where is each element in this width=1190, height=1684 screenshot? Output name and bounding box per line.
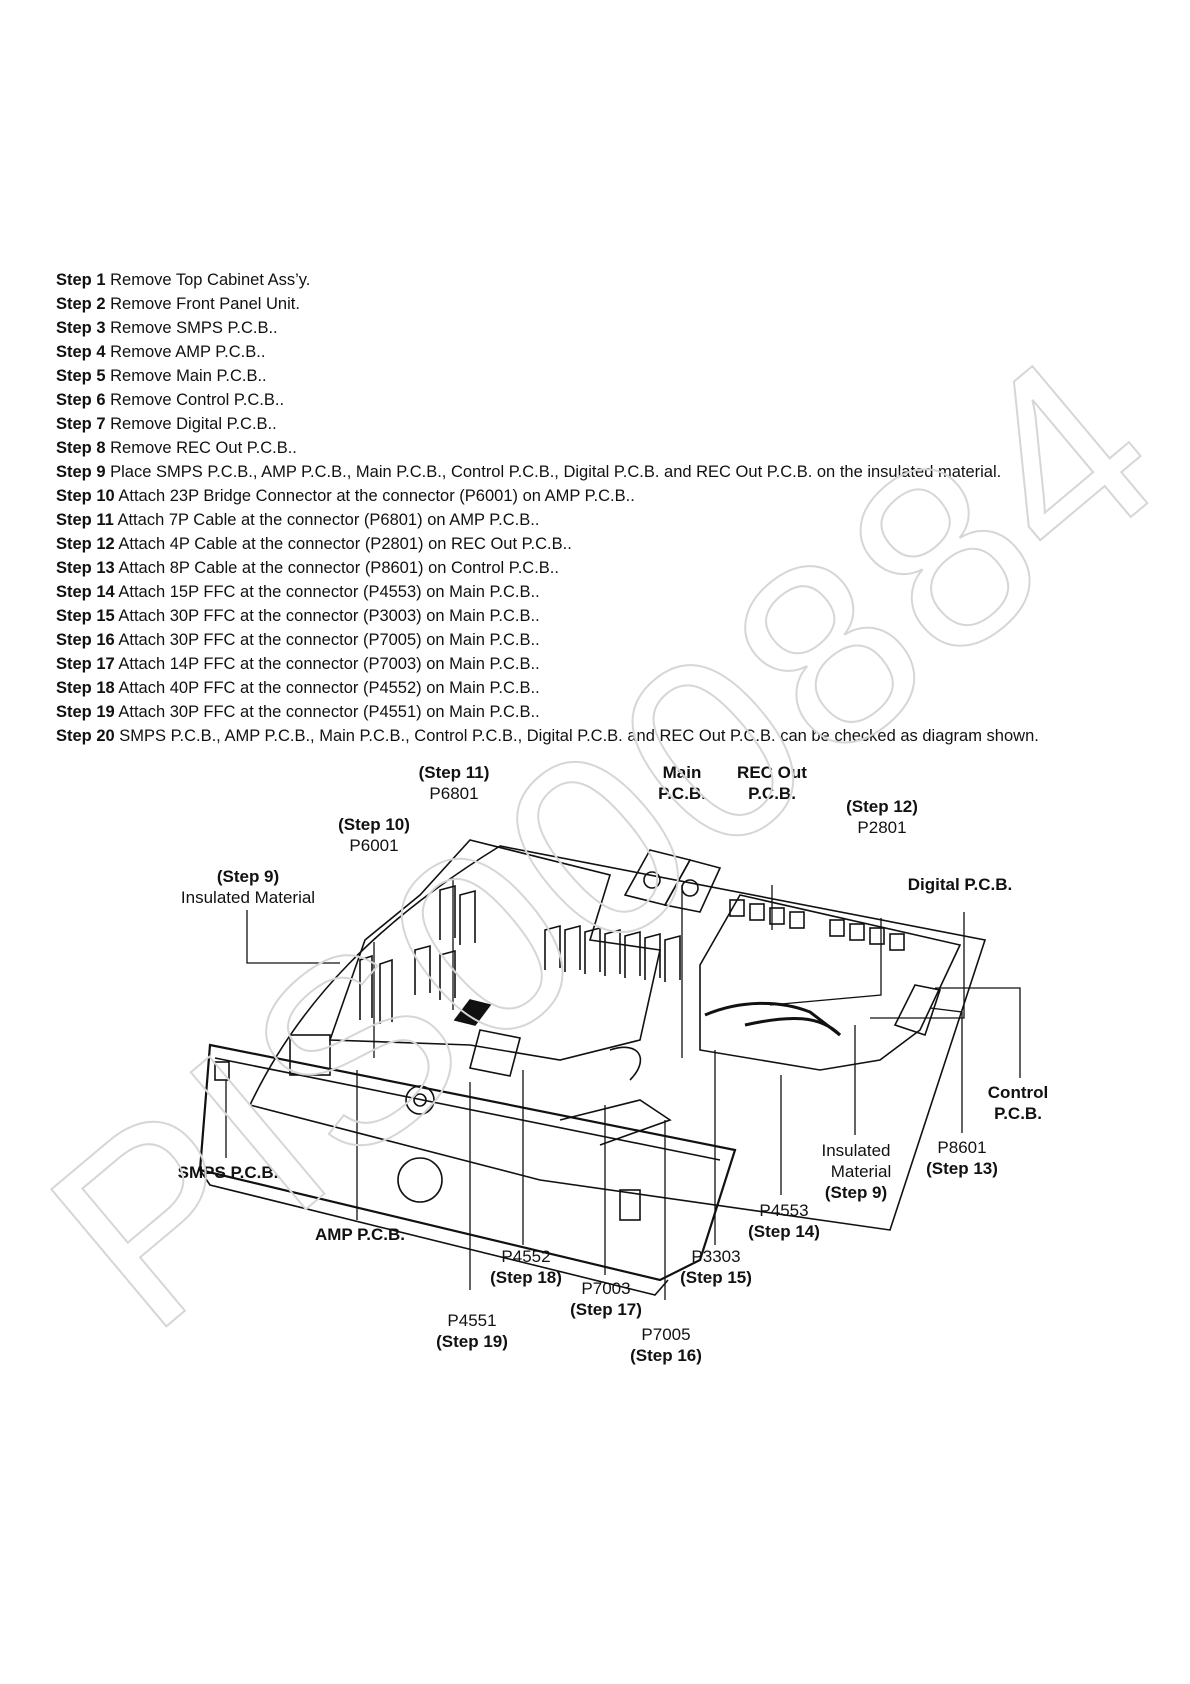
step-label: Step 3 — [56, 319, 106, 337]
leader-step12 — [769, 918, 882, 1006]
leader-step9-top — [246, 910, 340, 964]
step-3: Step 3 Remove SMPS P.C.B.. — [56, 316, 1100, 340]
label-step11: (Step 11) P6801 — [418, 763, 490, 803]
step-label: Step 20 — [56, 727, 115, 745]
step-2: Step 2 Remove Front Panel Unit. — [56, 292, 1100, 316]
jack-row — [729, 899, 905, 951]
step-label: Step 8 — [56, 439, 106, 457]
step-14: Step 14 Attach 15P FFC at the connector … — [56, 580, 1100, 604]
step-label: Step 18 — [56, 679, 115, 697]
step-text: Attach 30P FFC at the connector (P4551) … — [114, 703, 540, 721]
step-4: Step 4 Remove AMP P.C.B.. — [56, 340, 1100, 364]
step-label: Step 11 — [56, 511, 114, 529]
step-text: Attach 4P Cable at the connector (P2801)… — [114, 535, 572, 553]
step-text: Remove Digital P.C.B.. — [105, 415, 277, 433]
step-label: Step 2 — [56, 295, 106, 313]
label-digital-pcb: Digital P.C.B. — [907, 875, 1013, 894]
label-step9-insulated: (Step 9) Insulated Material — [180, 867, 316, 907]
step-11: Step 11 Attach 7P Cable at the connector… — [56, 508, 1100, 532]
step-label: Step 12 — [56, 535, 115, 553]
step-text: Remove AMP P.C.B.. — [105, 343, 266, 361]
assembly-diagram: (Step 11) P6801 Main P.C.B. REC Out P.C.… — [0, 763, 1190, 1470]
step-label: Step 7 — [56, 415, 106, 433]
step-label: Step 9 — [56, 463, 106, 481]
step-1: Step 1 Remove Top Cabinet Ass’y. — [56, 268, 1100, 292]
step-label: Step 14 — [56, 583, 115, 601]
step-label: Step 19 — [56, 703, 115, 721]
label-step10: (Step 10) P6001 — [338, 815, 410, 855]
step-7: Step 7 Remove Digital P.C.B.. — [56, 412, 1100, 436]
label-rec-out-pcb: REC Out P.C.B. — [737, 763, 807, 803]
insulated-sheet-outline — [248, 845, 987, 1231]
step-text: Attach 14P FFC at the connector (P7003) … — [114, 655, 540, 673]
step-text: Remove SMPS P.C.B.. — [105, 319, 278, 337]
leader-control — [935, 987, 1021, 1078]
label-p4553: P4553 (Step 14) — [748, 1201, 820, 1241]
step-15: Step 15 Attach 30P FFC at the connector … — [56, 604, 1100, 628]
step-label: Step 15 — [56, 607, 115, 625]
step-6: Step 6 Remove Control P.C.B.. — [56, 388, 1100, 412]
step-text: Attach 30P FFC at the connector (P3003) … — [114, 607, 540, 625]
digital-pcb-outline — [699, 894, 962, 1071]
label-p4551: P4551 (Step 19) — [436, 1311, 508, 1351]
step-text: Attach 30P FFC at the connector (P7005) … — [114, 631, 540, 649]
step-text: Attach 15P FFC at the connector (P4553) … — [114, 583, 540, 601]
control-pcb-outline — [893, 984, 942, 1037]
black-connector-block — [453, 999, 492, 1026]
step-text: Remove Control P.C.B.. — [105, 391, 285, 409]
step-13: Step 13 Attach 8P Cable at the connector… — [56, 556, 1100, 580]
label-p3303: P3303 (Step 15) — [680, 1247, 752, 1287]
step-label: Step 1 — [56, 271, 106, 289]
step-text: Remove Front Panel Unit. — [105, 295, 300, 313]
procedure-steps: Step 1 Remove Top Cabinet Ass’y.Step 2 R… — [56, 268, 1100, 748]
step-19: Step 19 Attach 30P FFC at the connector … — [56, 700, 1100, 724]
chassis-outline — [198, 1043, 737, 1282]
label-smps-pcb: SMPS P.C.B. — [177, 1163, 279, 1182]
pcb-assembly-drawing — [198, 839, 1021, 1300]
step-text: Remove Top Cabinet Ass’y. — [105, 271, 311, 289]
step-12: Step 12 Attach 4P Cable at the connector… — [56, 532, 1100, 556]
label-p8601: P8601 (Step 13) — [926, 1138, 998, 1178]
step-text: Remove Main P.C.B.. — [105, 367, 267, 385]
step-9: Step 9 Place SMPS P.C.B., AMP P.C.B., Ma… — [56, 460, 1100, 484]
step-text: Attach 40P FFC at the connector (P4552) … — [114, 679, 540, 697]
step-label: Step 16 — [56, 631, 115, 649]
step-label: Step 5 — [56, 367, 106, 385]
leader-digital — [870, 912, 965, 1019]
step-10: Step 10 Attach 23P Bridge Connector at t… — [56, 484, 1100, 508]
label-p7005: P7005 (Step 16) — [630, 1325, 702, 1365]
label-p4552: P4552 (Step 18) — [490, 1247, 562, 1287]
step-18: Step 18 Attach 40P FFC at the connector … — [56, 676, 1100, 700]
step-text: Attach 8P Cable at the connector (P8601)… — [114, 559, 559, 577]
heatsink-fins — [544, 924, 681, 982]
label-p7003: P7003 (Step 17) — [570, 1279, 642, 1319]
label-amp-pcb: AMP P.C.B. — [314, 1225, 406, 1244]
step-text: Remove REC Out P.C.B.. — [105, 439, 297, 457]
step-label: Step 6 — [56, 391, 106, 409]
leader-p8601 — [929, 1007, 963, 1133]
step-16: Step 16 Attach 30P FFC at the connector … — [56, 628, 1100, 652]
step-8: Step 8 Remove REC Out P.C.B.. — [56, 436, 1100, 460]
step-label: Step 17 — [56, 655, 115, 673]
label-step12: (Step 12) P2801 — [846, 797, 918, 837]
step-17: Step 17 Attach 14P FFC at the connector … — [56, 652, 1100, 676]
step-text: Attach 23P Bridge Connector at the conne… — [114, 487, 635, 505]
label-main-pcb: Main P.C.B. — [658, 763, 706, 803]
amp-pcb-outline — [328, 839, 661, 1061]
step-5: Step 5 Remove Main P.C.B.. — [56, 364, 1100, 388]
step-20: Step 20 SMPS P.C.B., AMP P.C.B., Main P.… — [56, 724, 1100, 748]
step-text: Place SMPS P.C.B., AMP P.C.B., Main P.C.… — [105, 463, 1002, 481]
step-label: Step 13 — [56, 559, 115, 577]
label-insulated-bottom: Insulated Material (Step 9) — [821, 1141, 892, 1202]
step-label: Step 10 — [56, 487, 115, 505]
label-control-pcb: Control P.C.B. — [987, 1083, 1049, 1123]
step-text: Attach 7P Cable at the connector (P6801)… — [113, 511, 540, 529]
step-text: SMPS P.C.B., AMP P.C.B., Main P.C.B., Co… — [114, 727, 1039, 745]
step-label: Step 4 — [56, 343, 106, 361]
